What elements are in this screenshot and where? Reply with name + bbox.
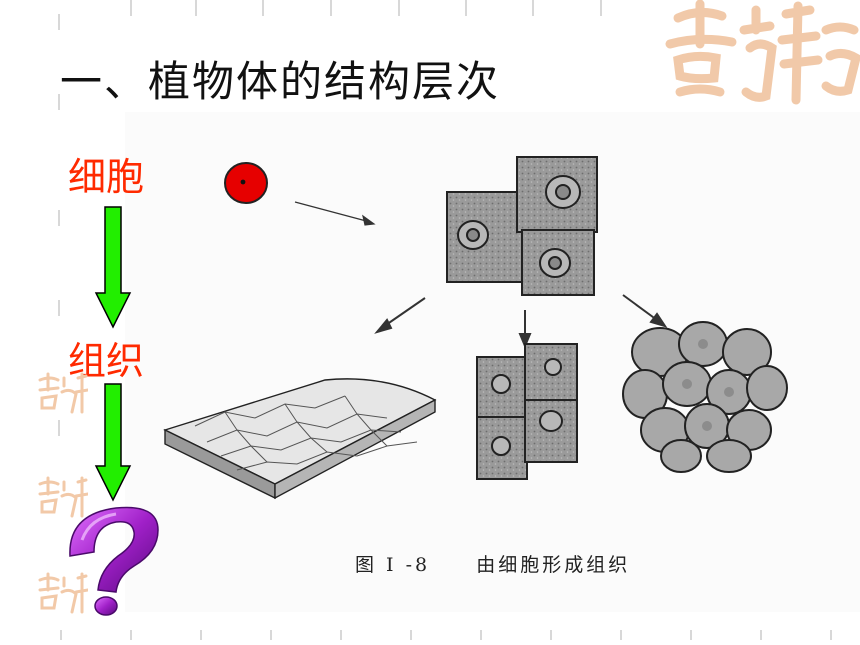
figure-number: 图 I -8 bbox=[355, 554, 431, 576]
rounded-cell-tissue bbox=[622, 321, 788, 473]
pointer-arrow bbox=[294, 201, 376, 226]
figure-caption: 图 I -8 由细胞形成组织 bbox=[355, 550, 630, 577]
dividing-cell-cluster bbox=[446, 156, 598, 296]
green-down-arrow-icon bbox=[94, 206, 132, 329]
watermark-seal-small bbox=[38, 572, 88, 614]
rectangular-cell-tissue bbox=[476, 343, 578, 480]
differentiation-arrows bbox=[374, 294, 668, 349]
purple-question-mark-icon bbox=[69, 506, 159, 616]
watermark-seal-large bbox=[665, 0, 860, 105]
watermark-seal-small bbox=[38, 476, 88, 518]
slide-title: 一、植物体的结构层次 bbox=[60, 57, 501, 106]
epidermal-tissue bbox=[163, 378, 437, 500]
red-cell-dot-icon bbox=[224, 162, 268, 204]
green-down-arrow-icon bbox=[94, 383, 132, 502]
watermark-seal-small bbox=[38, 372, 88, 414]
figure-caption-text: 由细胞形成组织 bbox=[476, 554, 631, 576]
level-label-cell: 细胞 bbox=[68, 155, 145, 199]
cell-to-tissue-illustration bbox=[163, 156, 788, 500]
